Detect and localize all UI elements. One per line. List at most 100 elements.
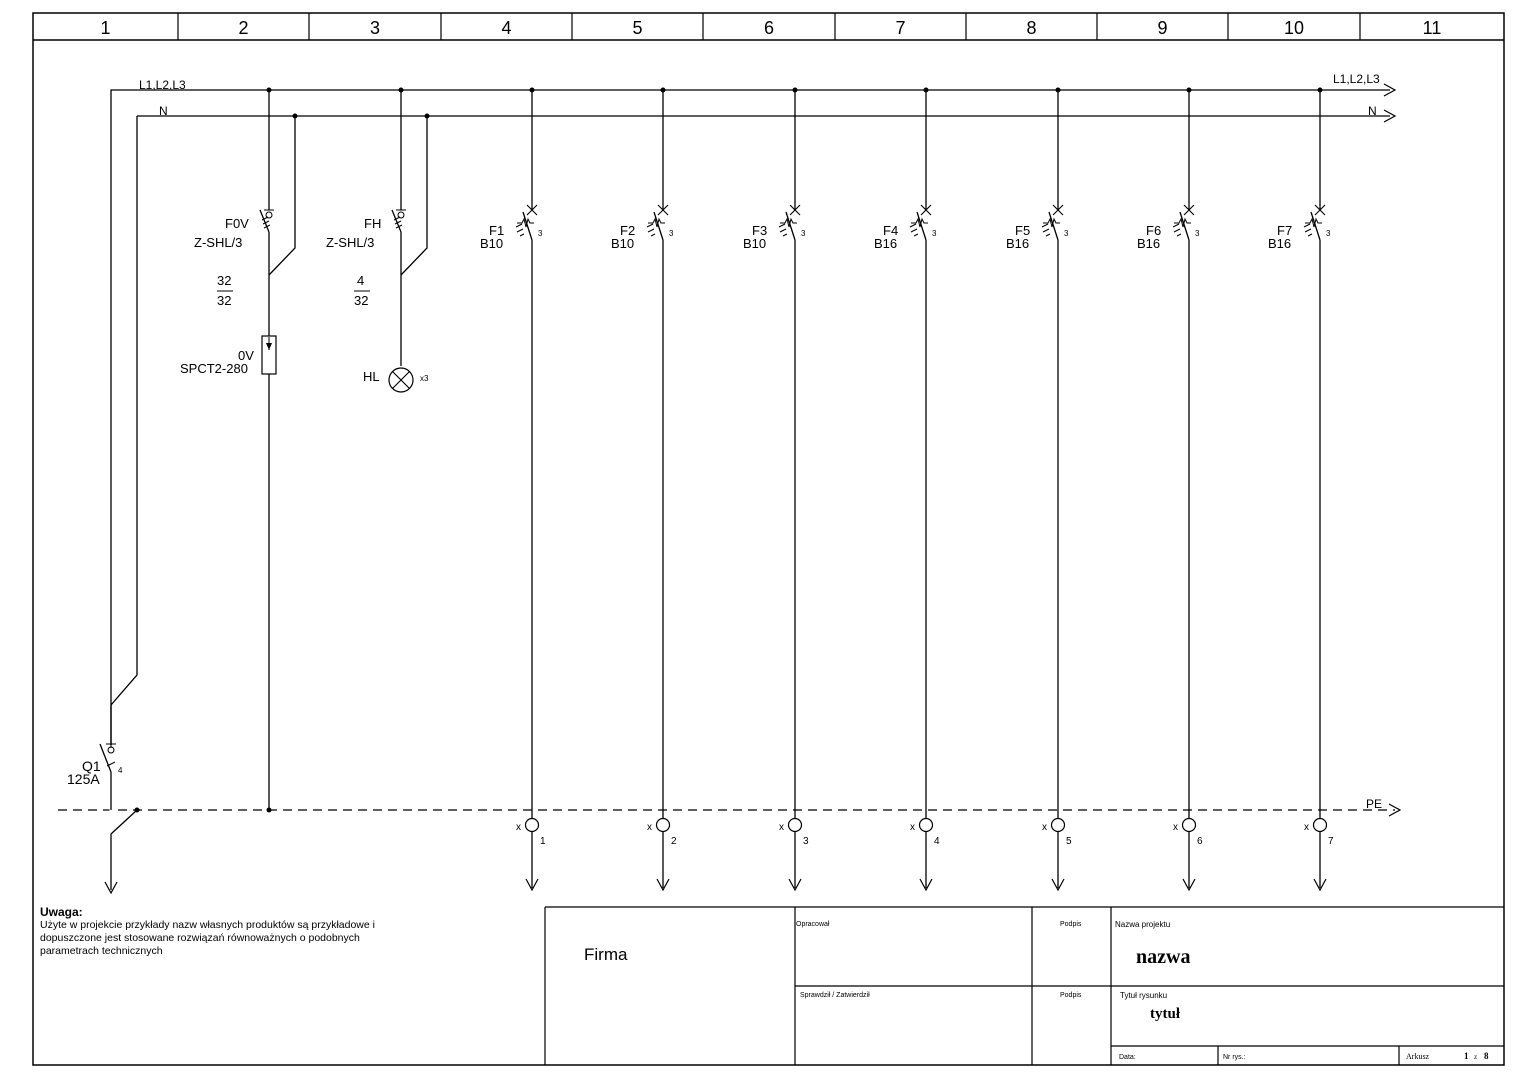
breaker-trip-icon [778, 217, 797, 237]
outgoing-arrow [1313, 878, 1327, 892]
breaker-blade [916, 211, 927, 241]
prepared-label: Opracował [796, 921, 830, 928]
terminal-number: 2 [671, 836, 677, 847]
project-name-label: Nazwa projektu [1115, 920, 1170, 929]
q1-poles: 4 [118, 766, 123, 775]
breaker-label: F4 [883, 223, 898, 238]
terminal-number: 6 [1197, 836, 1203, 847]
column-label: 6 [764, 18, 774, 38]
fh-label: FH [364, 216, 381, 231]
terminal-icon [1181, 817, 1197, 833]
outgoing-arrow [788, 878, 802, 892]
breaker-trip-icon [1041, 217, 1060, 237]
breaker-contact-x [1314, 204, 1326, 216]
breaker-rating: B10 [743, 236, 766, 251]
terminal-icon [1312, 817, 1328, 833]
breaker-contact-x [526, 204, 538, 216]
sheet-separator: z [1474, 1053, 1477, 1061]
column-label: 5 [632, 18, 642, 38]
terminal-icon [918, 817, 934, 833]
terminal-icon [1050, 817, 1066, 833]
breaker-contact-x [789, 204, 801, 216]
terminal-prefix: x [647, 822, 652, 833]
breaker-rating: B16 [874, 236, 897, 251]
breaker-contact-x [657, 204, 669, 216]
breaker-blade [522, 211, 533, 241]
note-block: Uwaga: Użyte w projekcie przykłady nazw … [40, 906, 420, 958]
breaker-blade [1310, 211, 1321, 241]
breaker-poles: 3 [669, 229, 674, 238]
sheet-label: Arkusz [1406, 1052, 1430, 1061]
column-label: 9 [1157, 18, 1167, 38]
breaker-trip-icon [1172, 217, 1191, 237]
breaker-label: F1 [489, 223, 504, 238]
breaker-blade [1179, 211, 1190, 241]
surge-branch [217, 87, 298, 813]
pe-bus-arrow [1388, 803, 1402, 817]
breaker-contact-x [920, 204, 932, 216]
f0v-frac-top: 32 [217, 273, 231, 288]
breaker-poles: 3 [801, 229, 806, 238]
column-label: 7 [895, 18, 905, 38]
breaker-blade [1048, 211, 1059, 241]
breaker-rating: B16 [1006, 236, 1029, 251]
terminal-prefix: x [1042, 822, 1047, 833]
date-label: Data: [1119, 1054, 1136, 1061]
title-block [544, 906, 1504, 1065]
terminal-prefix: x [1173, 822, 1178, 833]
signature-label-2: Podpis [1060, 992, 1082, 999]
terminal-number: 5 [1066, 836, 1072, 847]
outgoing-arrow [1051, 878, 1065, 892]
neutral-feed [110, 116, 138, 706]
terminal-number: 3 [803, 836, 809, 847]
terminal-prefix: x [779, 822, 784, 833]
terminal-prefix: x [910, 822, 915, 833]
note-text: Użyte w projekcie przykłady nazw własnyc… [40, 919, 375, 957]
breaker-label: F5 [1015, 223, 1030, 238]
checked-label: Sprawdził / Zatwierdził [800, 992, 870, 999]
outgoing-arrow [919, 878, 933, 892]
drawing-frame [32, 12, 1505, 1066]
pe-label: PE [1366, 797, 1382, 811]
outgoing-arrow [1182, 878, 1196, 892]
arrester-type: SPCT2-280 [180, 361, 248, 376]
terminal-prefix: x [516, 822, 521, 833]
neutral-label-left: N [159, 104, 168, 118]
lamp-qty: x3 [420, 374, 429, 383]
breaker-blade [653, 211, 664, 241]
signature-label-1: Podpis [1060, 921, 1082, 928]
sheet-total: 8 [1484, 1051, 1489, 1061]
phase-label-right: L1,L2,L3 [1333, 72, 1380, 86]
breaker-branches: F1B103x1F2B103x2F3B103x3F4B163x4F5B163x5… [480, 87, 1334, 892]
breaker-poles: 3 [1064, 229, 1069, 238]
breaker-contact-x [1052, 204, 1064, 216]
column-label: 11 [1423, 18, 1442, 38]
fh-type: Z-SHL/3 [326, 235, 374, 250]
breaker-trip-icon [646, 217, 665, 237]
terminal-prefix: x [1304, 822, 1309, 833]
terminal-number: 1 [540, 836, 546, 847]
breaker-label: F3 [752, 223, 767, 238]
breaker-rating: B16 [1268, 236, 1291, 251]
breaker-poles: 3 [932, 229, 937, 238]
lamp-branch [354, 87, 430, 393]
lamp-label: HL [363, 369, 380, 384]
breaker-blade [785, 211, 796, 241]
project-name: nazwa [1136, 946, 1190, 968]
breaker-rating: B10 [480, 236, 503, 251]
column-label: 8 [1026, 18, 1036, 38]
note-heading: Uwaga: [40, 905, 83, 919]
fh-frac-bottom: 32 [354, 293, 368, 308]
arrester-label: 0V [238, 348, 254, 363]
column-label: 10 [1284, 18, 1304, 38]
drawing-title-label: Tytuł rysunku [1120, 991, 1167, 1000]
phase-bus [110, 89, 1390, 890]
column-label: 2 [238, 18, 248, 38]
column-label: 4 [501, 18, 511, 38]
terminal-icon [524, 817, 540, 833]
breaker-trip-icon [909, 217, 928, 237]
